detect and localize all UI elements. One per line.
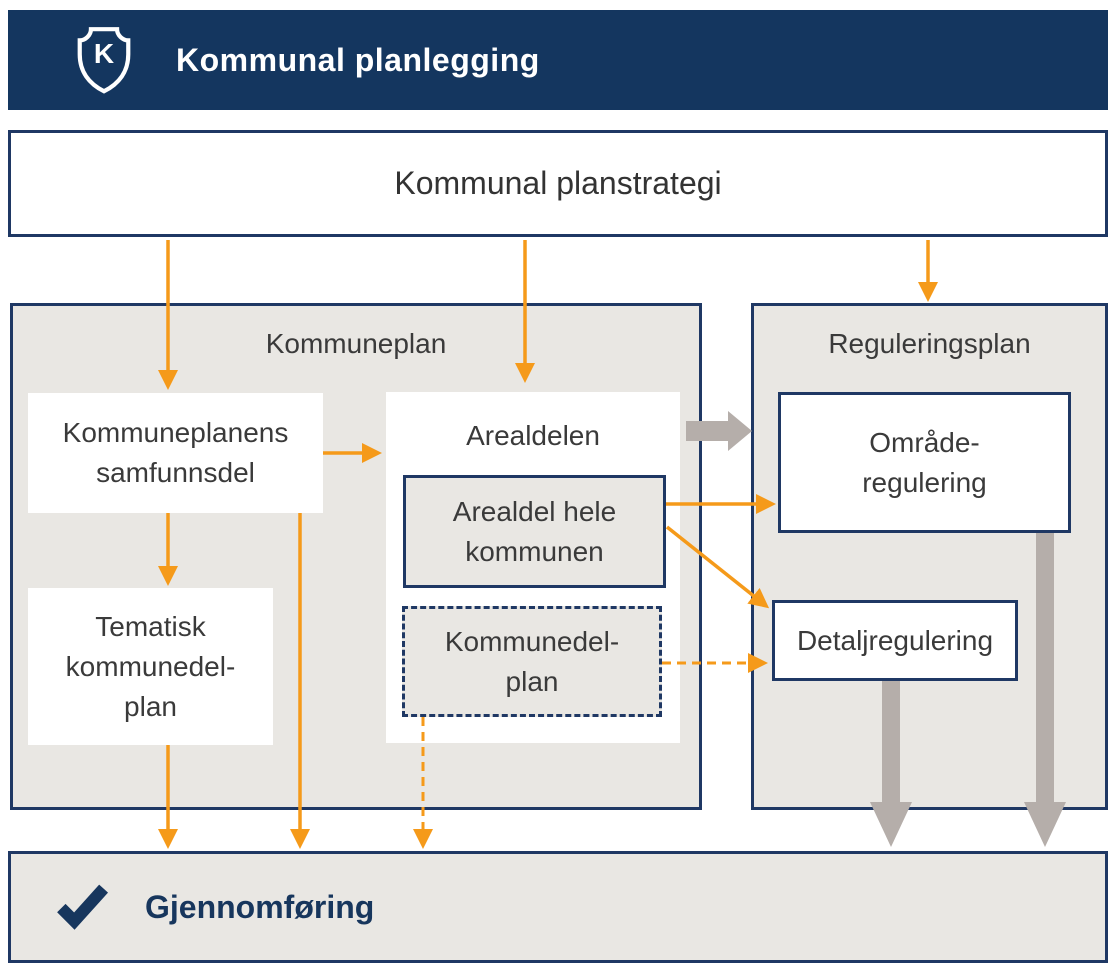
gjennomforing-label: Gjennomføring <box>145 888 375 925</box>
reguleringsplan-panel: Reguleringsplan <box>751 303 1108 810</box>
planstrategi-label: Kommunal planstrategi <box>394 165 722 201</box>
arealdel-hele-label-line1: Arealdel hele <box>452 495 617 527</box>
header-title: Kommunal planlegging <box>176 41 540 78</box>
shield-k-icon: K <box>77 27 131 94</box>
detaljregulering-label: Detaljregulering <box>796 624 994 656</box>
kommunedelplan-box: Kommunedel- plan <box>402 606 662 717</box>
reguleringsplan-title: Reguleringsplan <box>828 328 1031 359</box>
omraderegulering-label-line2: regulering <box>862 466 987 498</box>
checkmark-icon <box>57 884 109 930</box>
tematisk-kommunedelplan-box: Tematisk kommunedel- plan <box>28 588 273 745</box>
samfunnsdel-box: Kommuneplanens samfunnsdel <box>28 393 323 513</box>
tematisk-label-line3: plan <box>124 690 177 722</box>
tematisk-label-line1: Tematisk <box>95 610 206 642</box>
detaljregulering-box: Detaljregulering <box>772 600 1018 681</box>
arealdel-hele-label-line2: kommunen <box>465 535 604 567</box>
tematisk-label-line2: kommunedel- <box>65 650 236 682</box>
omraderegulering-label-line1: Område- <box>869 426 980 458</box>
kommunedelplan-label-line1: Kommunedel- <box>444 625 620 657</box>
samfunnsdel-label-line1: Kommuneplanens <box>62 417 289 448</box>
arealdelen-title: Arealdelen <box>466 420 600 451</box>
kommuneplan-title: Kommuneplan <box>265 328 447 359</box>
shield-letter: K <box>94 38 114 69</box>
gjennomforing-bar: Gjennomføring <box>8 851 1108 963</box>
samfunnsdel-label-line2: samfunnsdel <box>96 457 255 488</box>
omraderegulering-box: Område- regulering <box>778 392 1071 533</box>
arealdel-hele-kommunen-box: Arealdel hele kommunen <box>403 475 666 588</box>
planstrategi-box: Kommunal planstrategi <box>8 130 1108 237</box>
header-bar: K Kommunal planlegging <box>8 10 1108 110</box>
kommunedelplan-label-line2: plan <box>505 665 559 697</box>
